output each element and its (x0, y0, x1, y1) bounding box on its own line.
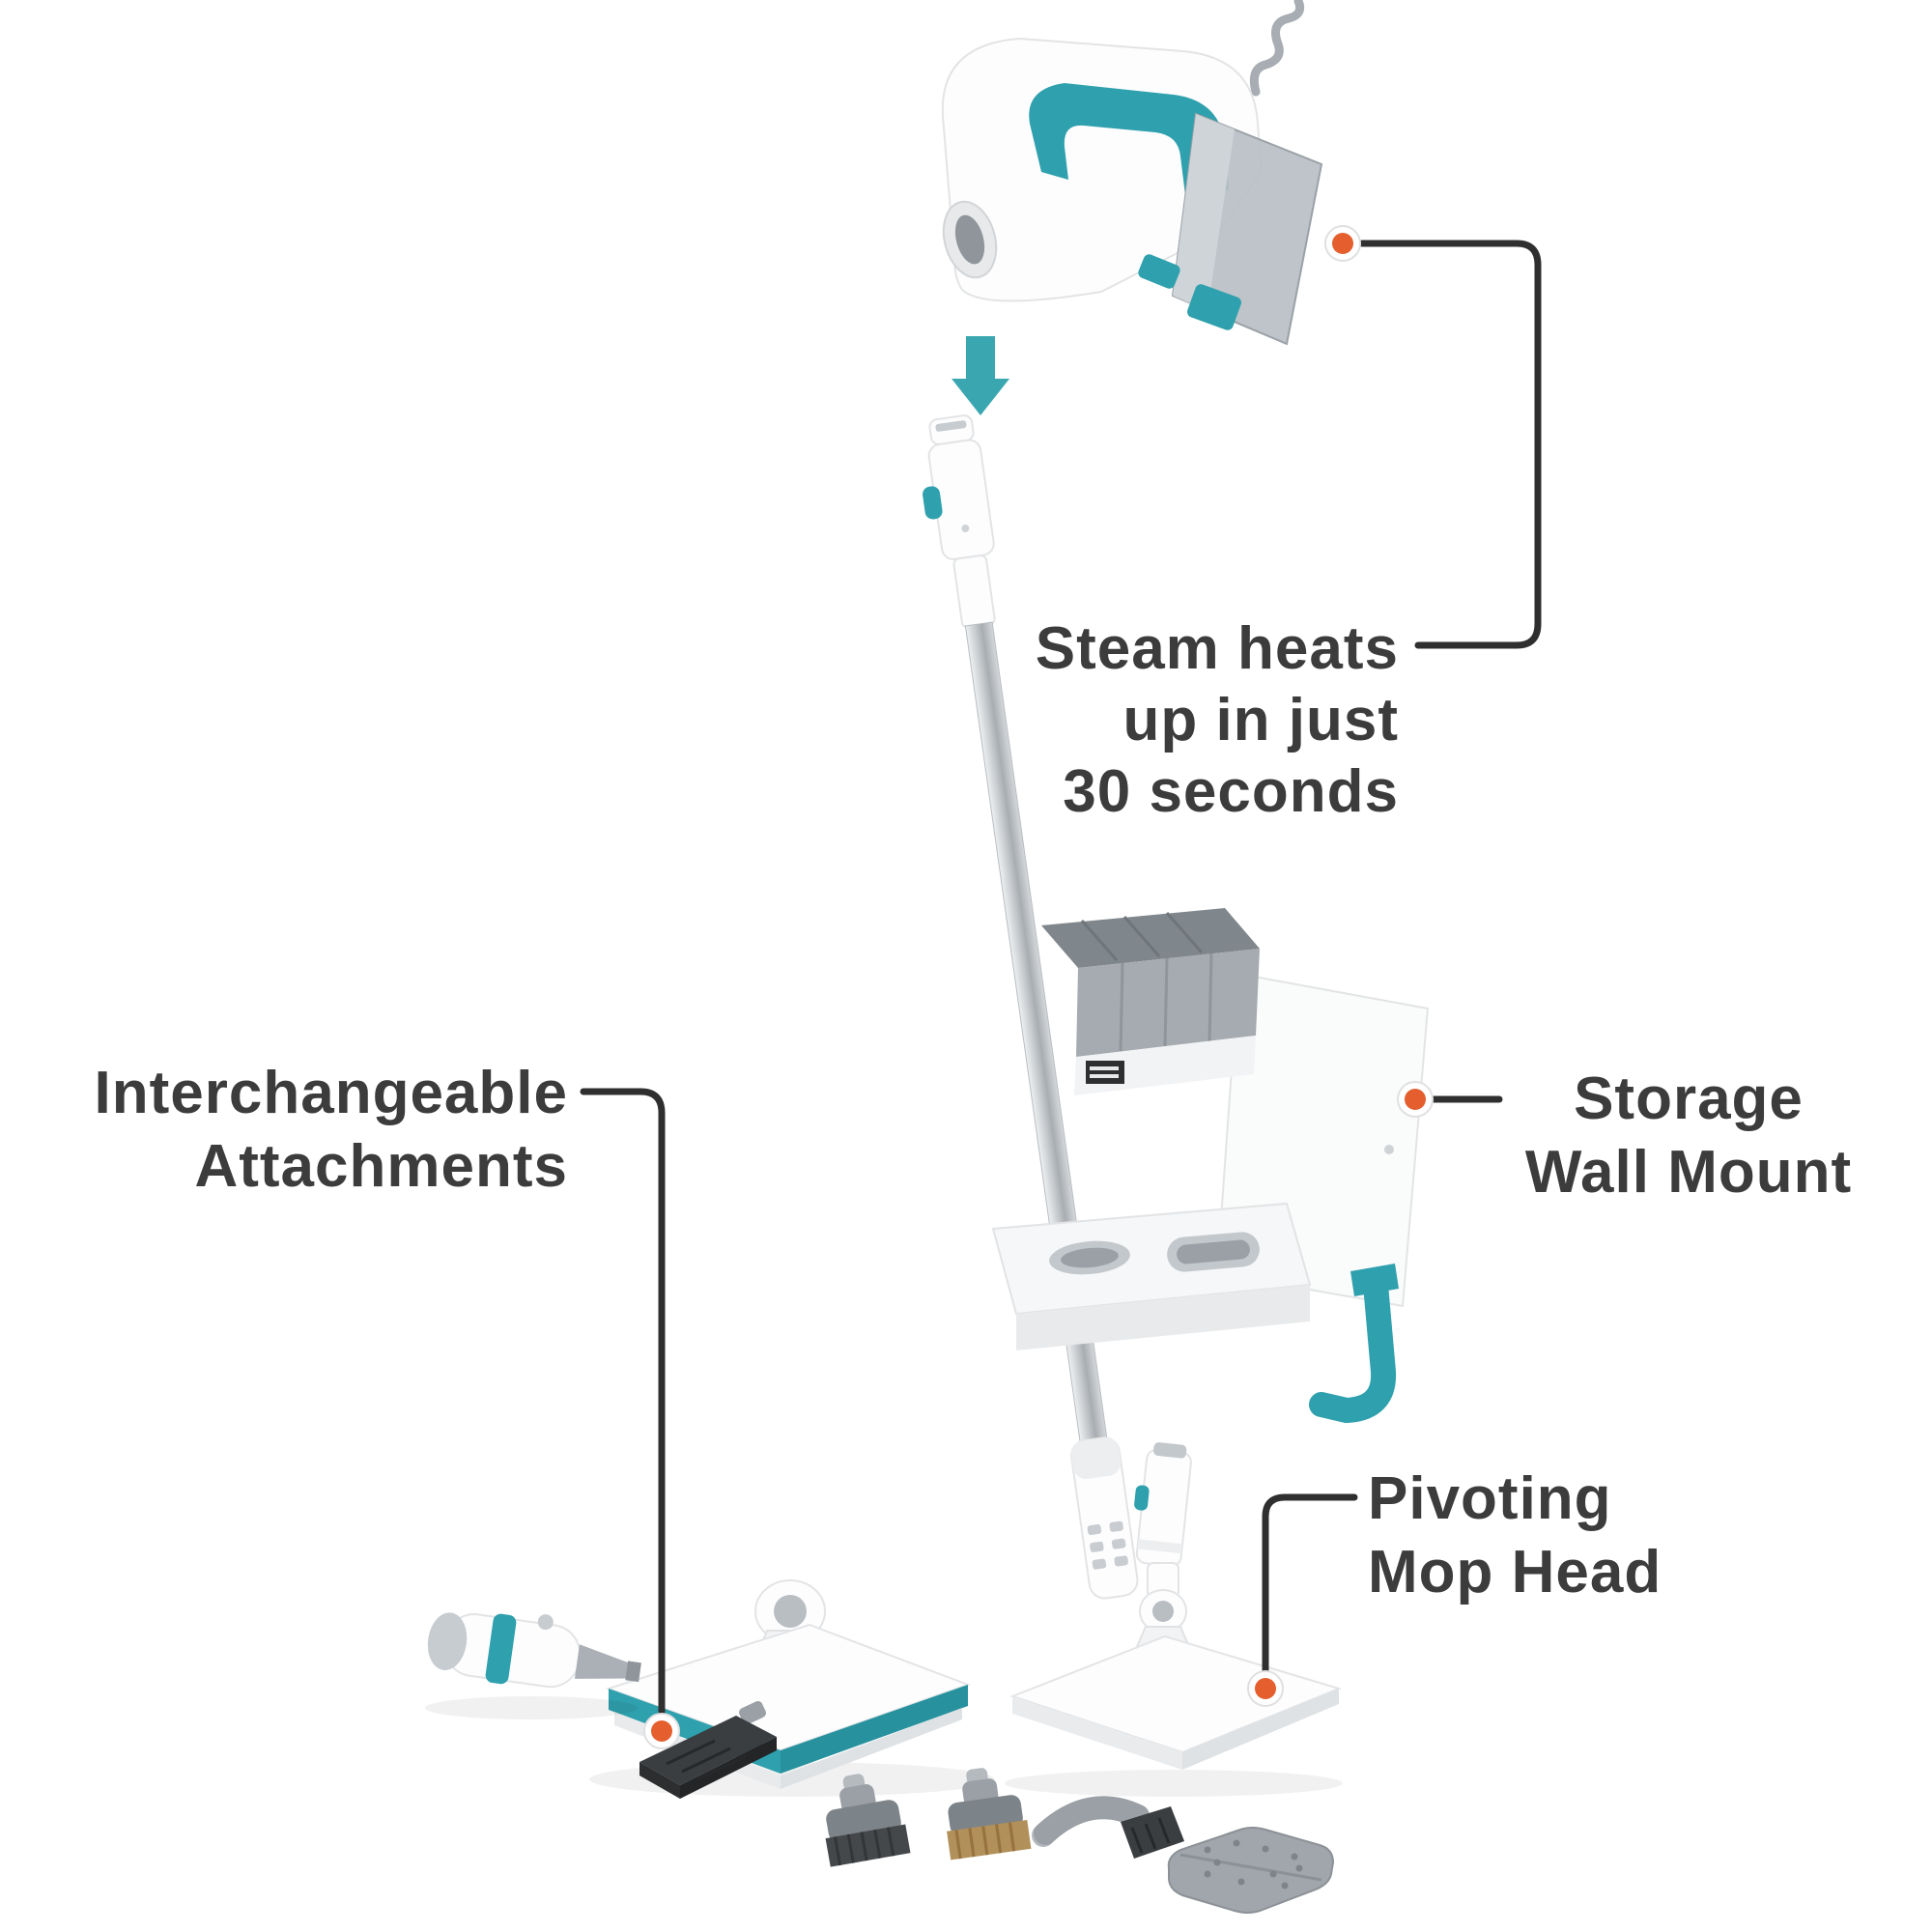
cradle-slot-round (1049, 1240, 1130, 1275)
cradle-slot-long (1167, 1232, 1260, 1272)
brand-logo (1086, 1061, 1124, 1084)
curved-brush-attachment (1032, 1796, 1184, 1859)
jet-nozzle-attachment (427, 1612, 641, 1689)
mop-head-stub-handle (1134, 1442, 1192, 1568)
callout-storage-wall-mount: Storage Wall Mount (1525, 1065, 1852, 1206)
steamer-handle (1029, 83, 1229, 203)
angled-brush-attachment (639, 1700, 777, 1799)
steam-plate-attachment (1167, 1827, 1335, 1914)
callout-steam-heats-line2: up in just (1122, 687, 1399, 753)
callout-mop-head-line2: Mop Head (1368, 1539, 1662, 1605)
tank-cap (1187, 284, 1241, 330)
callout-pivoting-mop-head: Pivoting Mop Head (1368, 1465, 1662, 1605)
attachments-set (425, 1612, 1335, 1914)
handheld-steamer-unit (941, 0, 1323, 346)
callout-interchangeable-attachments: Interchangeable Attachments (95, 1060, 568, 1200)
callout-wall-mount-line1: Storage (1574, 1065, 1804, 1132)
steam-heats-leader-line (1358, 240, 1542, 649)
mop-pad-right (781, 1708, 962, 1789)
tank-release-button (1138, 254, 1180, 289)
round-brush-brass (947, 1768, 1032, 1861)
pivoting-mop-head-detail (1005, 1442, 1343, 1797)
mop-head-leader-line (1262, 1493, 1358, 1675)
callout-mop-head-line1: Pivoting (1368, 1465, 1612, 1532)
marker-dot-attachments (643, 1713, 680, 1749)
mount-cradle-front (1016, 1285, 1310, 1350)
callout-attachments-line2: Attachments (194, 1133, 568, 1200)
grip-texture (1087, 1520, 1128, 1570)
attachments-leader-line (580, 1088, 666, 1716)
mount-box-top (1041, 908, 1260, 968)
callout-wall-mount-line2: Wall Mount (1525, 1139, 1852, 1206)
callout-steam-heats-line1: Steam heats (1036, 615, 1399, 682)
round-brush-dark (825, 1774, 911, 1867)
marker-dot-mop-head (1247, 1670, 1284, 1707)
detail-head-top (1009, 1634, 1343, 1754)
callout-attachments-line1: Interchangeable (95, 1060, 568, 1126)
attach-down-arrow-icon (952, 336, 1009, 415)
water-tank-facet (1173, 114, 1235, 311)
marker-dot-wall-mount (1397, 1081, 1434, 1118)
pole-neck (952, 554, 996, 629)
callout-steam-heats: Steam heats up in just 30 seconds (1036, 615, 1399, 825)
storage-wall-mount (991, 908, 1430, 1424)
storage-hook (1309, 1272, 1397, 1424)
marker-dot-steam-heats (1324, 225, 1361, 262)
callout-steam-heats-line3: 30 seconds (1063, 758, 1399, 825)
release-button (923, 486, 943, 520)
power-cord (1249, 0, 1305, 97)
steam-nozzle (942, 200, 998, 279)
mop-head-trim-right (781, 1685, 968, 1774)
